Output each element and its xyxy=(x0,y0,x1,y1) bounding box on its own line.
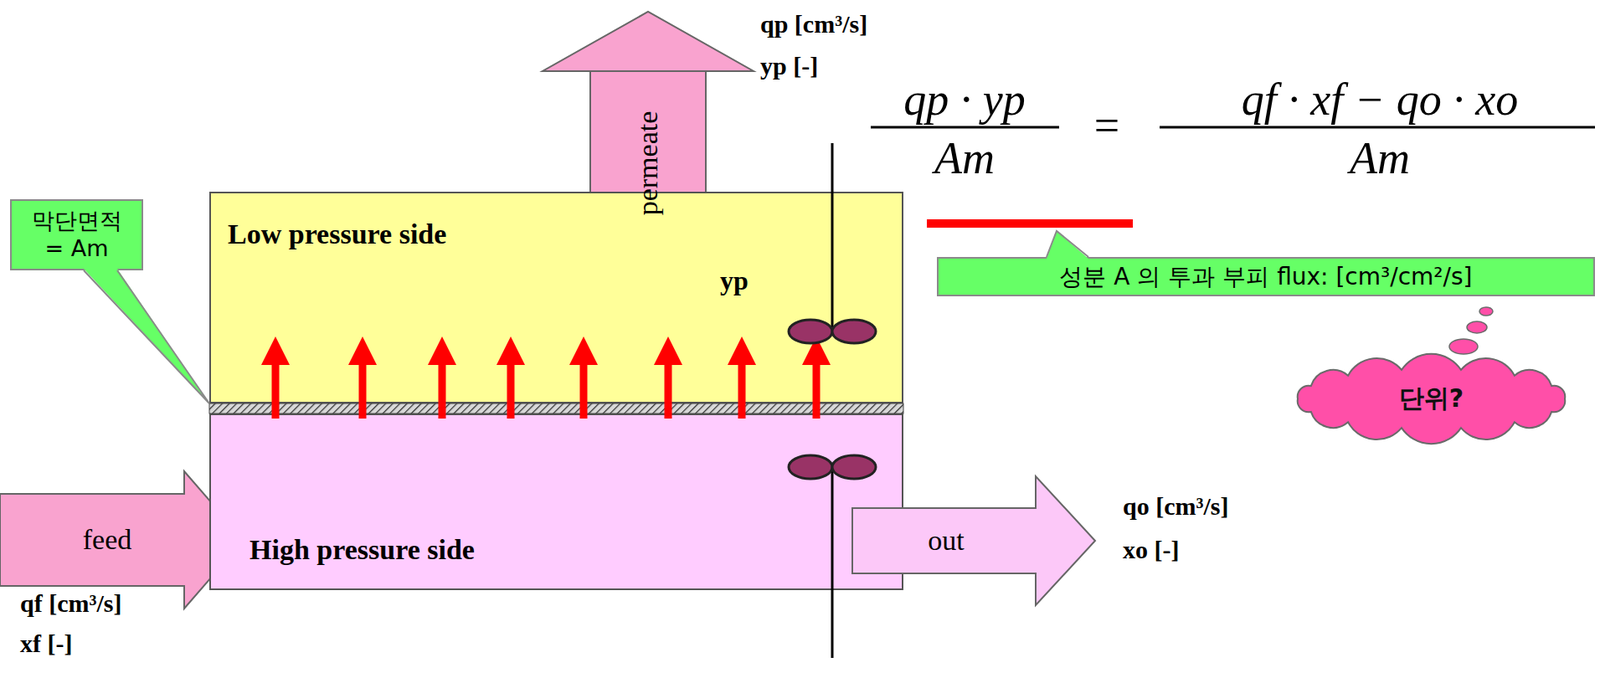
permeation-arrow xyxy=(496,336,525,419)
membrane xyxy=(209,403,904,414)
highlight-underline xyxy=(926,219,1133,228)
flow-label: qo [cm³/s] xyxy=(1122,492,1229,521)
composition-label: yp xyxy=(720,265,749,297)
callout-pointer xyxy=(1046,231,1089,259)
high-pressure-chamber: High pressure side xyxy=(209,413,904,591)
unit-cloud: 단위? xyxy=(1286,359,1577,439)
chamber-label: High pressure side xyxy=(249,534,475,566)
permeation-arrow xyxy=(802,336,831,419)
out-arrow: out xyxy=(852,474,1097,608)
callout-text: 막단면적 = Am xyxy=(24,207,130,263)
fraction-bar xyxy=(870,126,1060,129)
equation-numerator: qf · xf − qo · xo xyxy=(1241,73,1518,126)
thought-bubble xyxy=(1466,321,1487,334)
arrow-outline xyxy=(852,476,1096,606)
callout-pointer-edge xyxy=(1046,231,1089,258)
composition-label: yp [-] xyxy=(760,51,819,81)
permeation-arrow xyxy=(727,336,757,419)
equation-numerator: qp · yp xyxy=(903,73,1025,126)
equals-sign: = xyxy=(1094,99,1120,152)
arrow-label: permeate xyxy=(632,111,664,217)
flow-label: qf [cm³/s] xyxy=(20,589,122,618)
composition-label: xo [-] xyxy=(1122,535,1179,565)
thought-bubble xyxy=(1479,307,1493,316)
stirrer-shaft xyxy=(831,467,834,659)
area-callout: 막단면적 = Am xyxy=(10,199,144,271)
flow-label: qp [cm³/s] xyxy=(760,10,868,39)
flux-callout: 성분 A 의 투과 부피 flux: [cm³/cm²/s] xyxy=(936,257,1595,297)
permeation-arrow xyxy=(569,336,598,419)
permeation-arrow xyxy=(653,336,683,419)
arrow-outline xyxy=(0,471,244,609)
chamber-label: Low pressure side xyxy=(227,218,447,251)
callout-text: 성분 A 의 투과 부피 flux: [cm³/cm²/s] xyxy=(1059,261,1472,294)
permeation-arrow xyxy=(427,336,457,419)
cloud-outline xyxy=(1297,354,1565,444)
arrow-label: out xyxy=(927,524,964,557)
permeation-arrow xyxy=(348,336,377,419)
cloud-text: 단위? xyxy=(1399,381,1464,417)
equation-denominator: Am xyxy=(1349,132,1410,185)
callout-pointer xyxy=(83,268,210,404)
out-arrow-shape xyxy=(852,474,1097,608)
thought-bubble xyxy=(1449,339,1478,355)
stirrer-shaft xyxy=(831,143,834,332)
stirrer xyxy=(788,319,876,344)
low-pressure-chamber: Low pressure side yp xyxy=(209,191,904,404)
callout-pointer-edge xyxy=(83,270,210,404)
fraction-bar xyxy=(1159,126,1595,129)
stirrer xyxy=(788,455,876,479)
composition-label: xf [-] xyxy=(20,629,73,659)
equation-denominator: Am xyxy=(934,132,995,185)
arrow-label: feed xyxy=(82,524,133,556)
permeation-arrow xyxy=(261,336,290,419)
